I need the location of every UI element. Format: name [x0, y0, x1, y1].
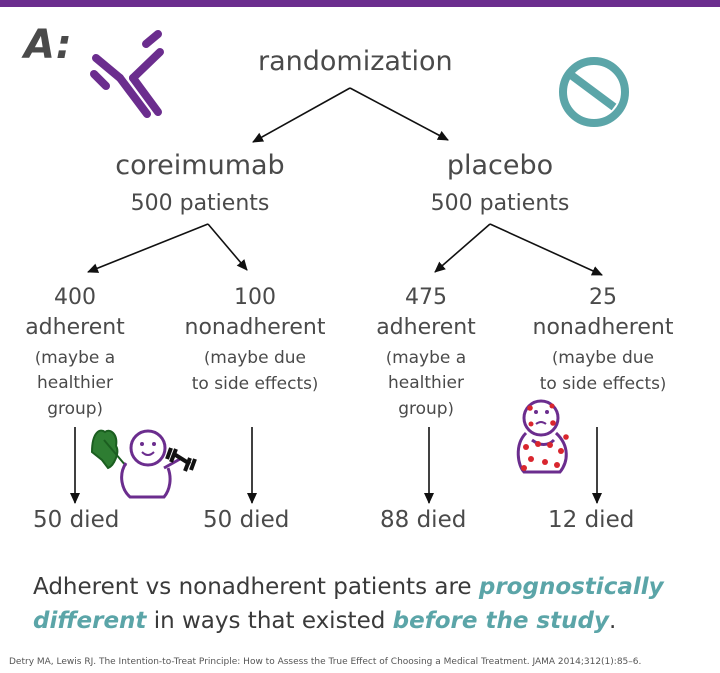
pill-icon	[559, 57, 629, 127]
group-note: (maybe a healthier group)	[385, 348, 467, 419]
group-status: nonadherent	[532, 315, 674, 340]
highlight-before-study: before the study	[392, 608, 609, 634]
arrow-coreimumab-to-adherent	[87, 223, 209, 273]
group-note: (maybe a healthier group)	[34, 348, 116, 419]
outcome-group-3: 88 died	[380, 507, 467, 533]
group-note: (maybe due to side effects)	[191, 348, 319, 394]
arm-size: 500 patients	[430, 191, 570, 216]
top-accent-bar	[0, 0, 720, 7]
arm-size: 500 patients	[130, 191, 270, 216]
arrow-root-to-coreimumab	[252, 87, 351, 143]
group-count: 100	[234, 285, 276, 310]
sick-person-icon	[516, 399, 569, 474]
group-status: nonadherent	[184, 315, 326, 340]
group-note: (maybe due to side effects)	[539, 348, 667, 394]
group-count: 475	[405, 285, 447, 310]
arrow-coreimumab-to-nonadherent	[207, 223, 248, 271]
arrow-root-to-placebo	[349, 87, 449, 141]
outcome-group-1: 50 died	[33, 507, 120, 533]
arrow-placebo-to-nonadherent	[489, 223, 603, 276]
antibody-icon	[90, 30, 164, 118]
group-status: adherent	[25, 315, 125, 340]
group-status: adherent	[376, 315, 476, 340]
randomization-node: randomization	[258, 46, 453, 77]
highlight-prognostically: prognostically	[478, 574, 664, 600]
outcome-group-2: 50 died	[203, 507, 290, 533]
arm-name: placebo	[446, 150, 554, 181]
healthy-person-icon	[90, 429, 197, 499]
conclusion-text: Adherent vs nonadherent patients are pro…	[33, 574, 664, 634]
panel-label: A:	[24, 22, 72, 68]
outcome-group-4: 12 died	[548, 507, 635, 533]
citation: Detry MA, Lewis RJ. The Intention-to-Tre…	[9, 657, 642, 667]
group-count: 25	[589, 285, 617, 310]
arm-name: coreimumab	[115, 150, 285, 181]
group-count: 400	[54, 285, 96, 310]
highlight-different: different	[33, 608, 147, 634]
arrow-placebo-to-adherent	[434, 223, 491, 273]
